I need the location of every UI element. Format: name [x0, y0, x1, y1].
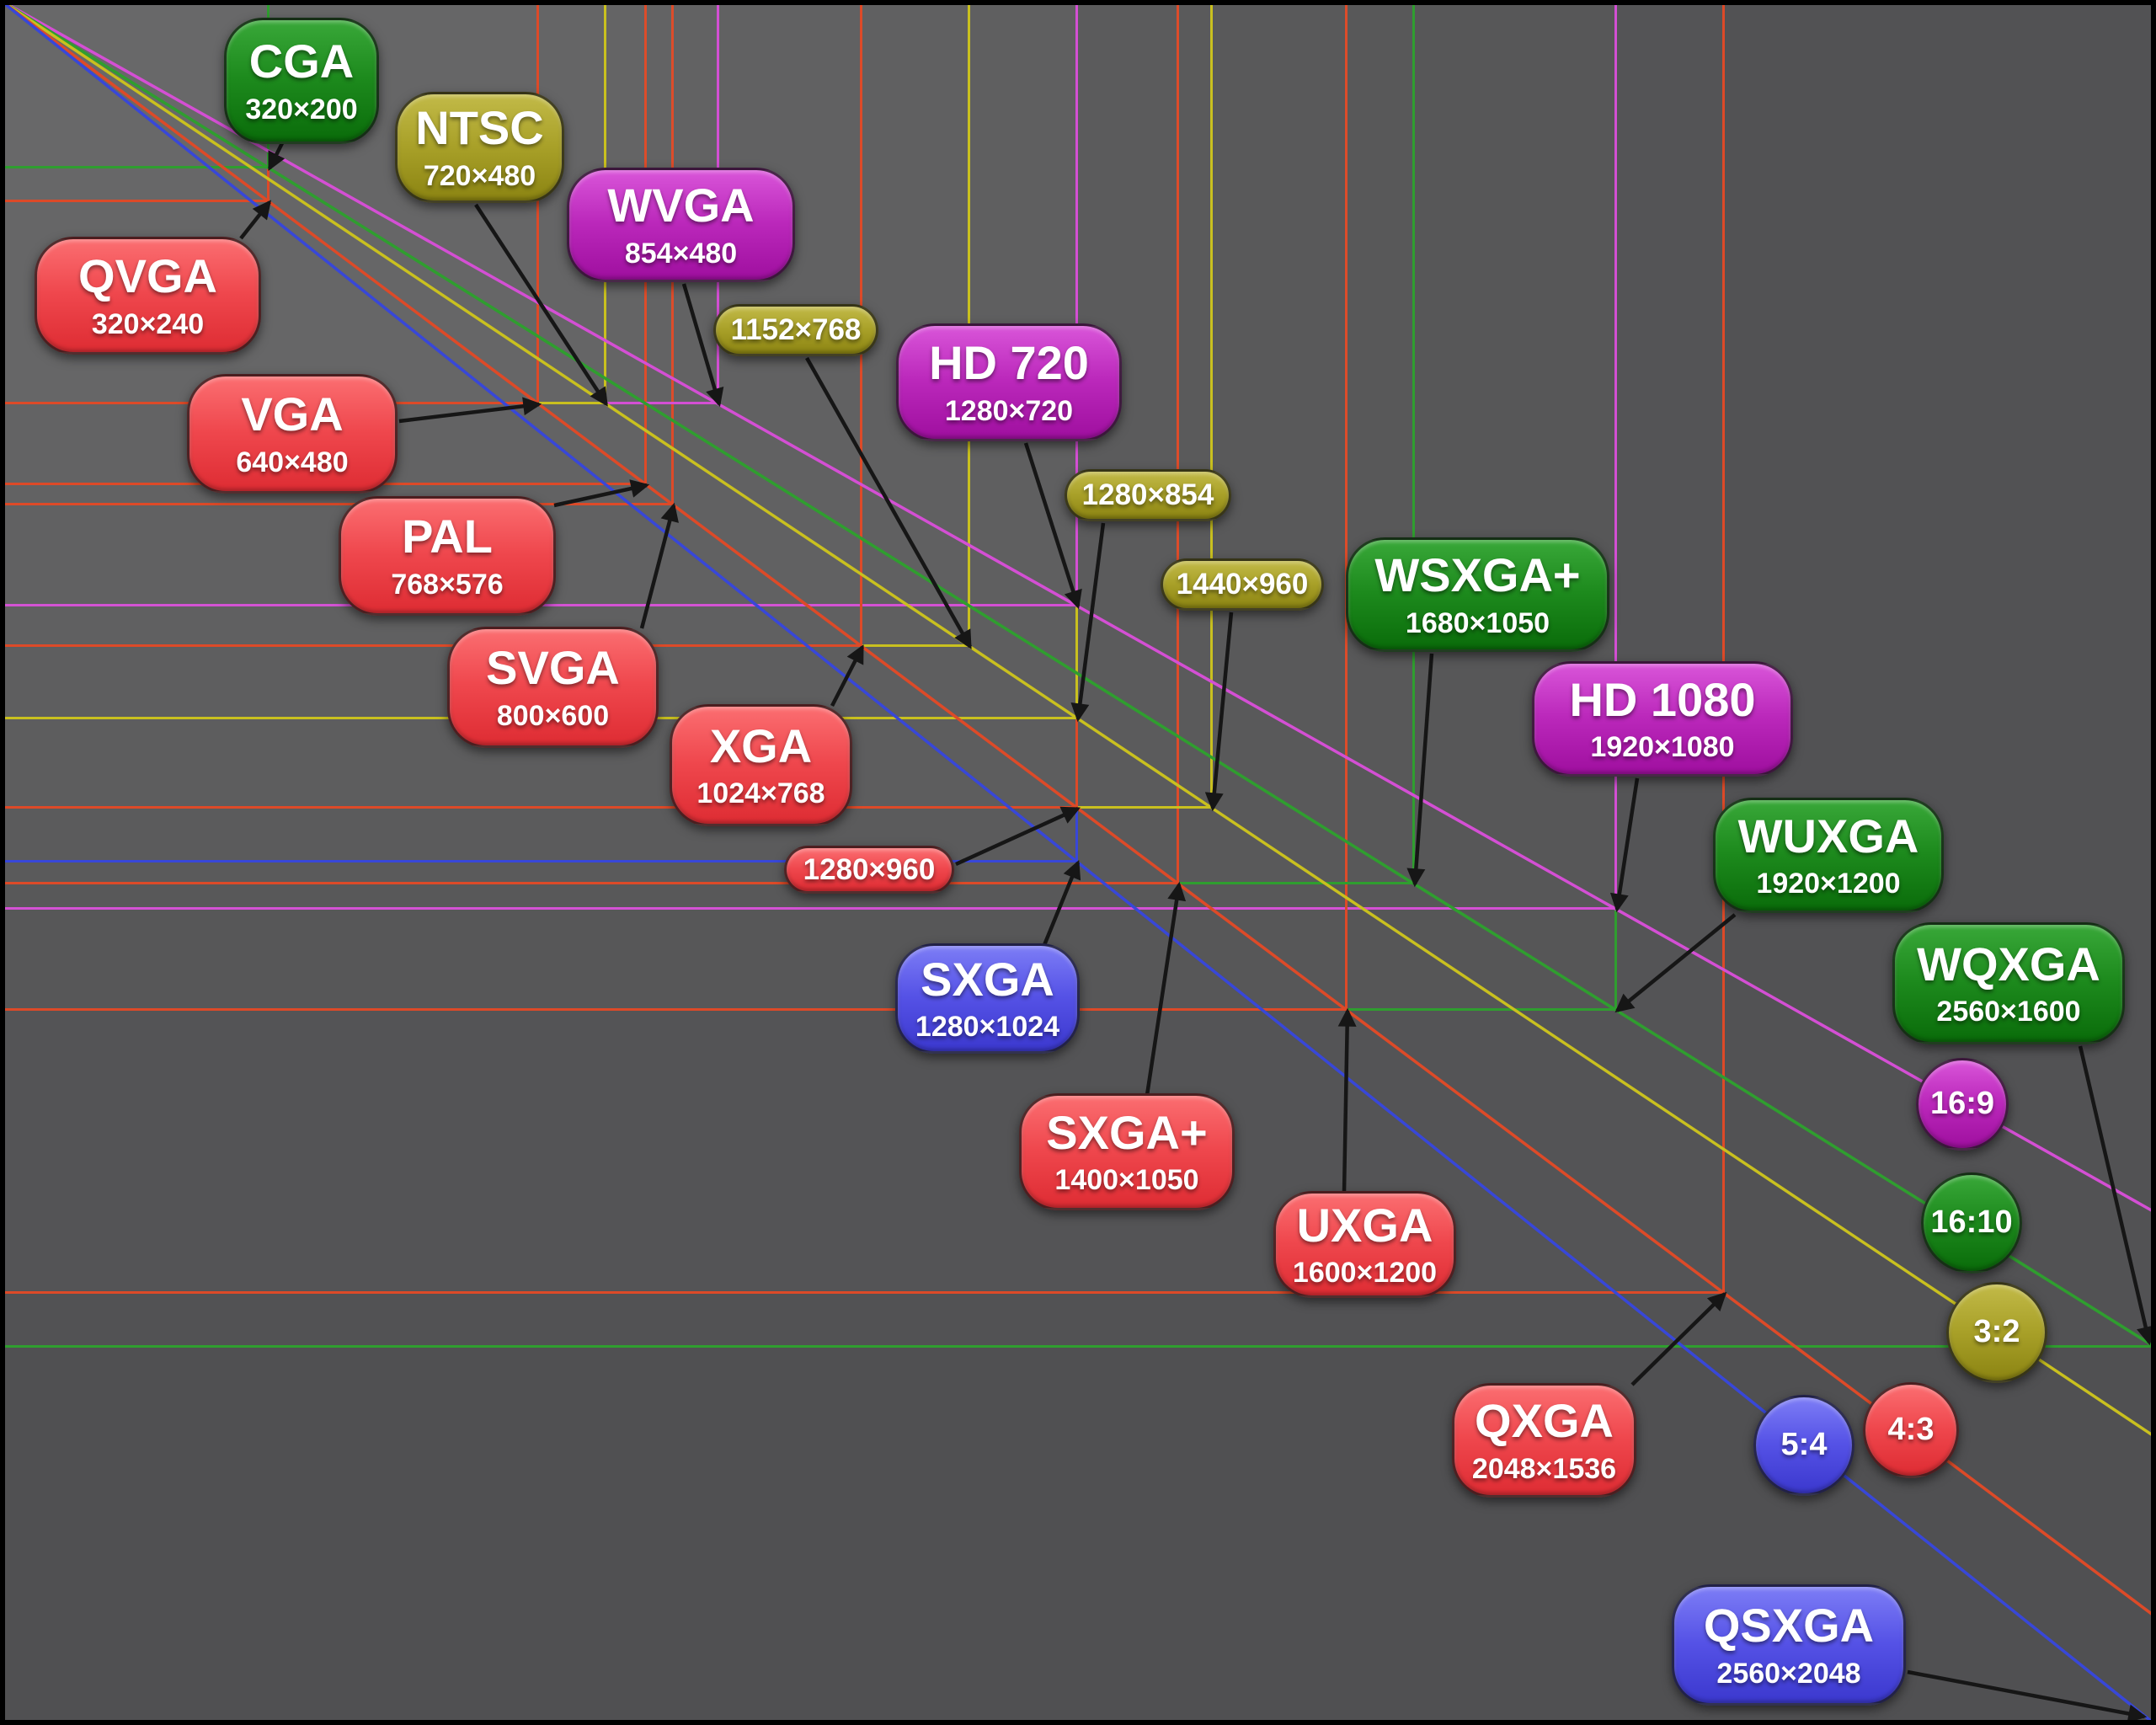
aspect-ratio-name: 16:10 [1930, 1204, 2013, 1241]
standard-resolution: 1280×720 [944, 394, 1074, 427]
arrow-uxga [1337, 1007, 1357, 1194]
standard-resolution: 1920×1200 [1756, 868, 1901, 900]
standard-name: XGA [709, 718, 813, 772]
standard-resolution: 1280×854 [1081, 478, 1214, 512]
standard-name: UXGA [1296, 1198, 1433, 1252]
standard-name: PAL [402, 510, 493, 563]
standard-label-svga: SVGA 800×600 [447, 627, 659, 748]
standard-label-vga: VGA 640×480 [187, 374, 398, 494]
arrow-wuxga [1614, 913, 1737, 1013]
arrow-xga [830, 644, 865, 708]
standard-resolution: 2560×2048 [1716, 1657, 1861, 1690]
standard-resolution: 1280×1024 [915, 1011, 1060, 1044]
standard-label-qxga: QXGA 2048×1536 [1452, 1383, 1636, 1498]
standard-label-uxga: UXGA 1600×1200 [1273, 1191, 1456, 1298]
standard-name: SVGA [486, 641, 620, 695]
standard-resolution: 768×576 [391, 568, 504, 601]
standard-name: QXGA [1475, 1394, 1614, 1448]
aspect-badge-3-2: 3:2 [1946, 1282, 2047, 1383]
arrow-cga [267, 140, 286, 171]
standard-resolution: 854×480 [624, 237, 738, 270]
arrow-qsxga [1907, 1669, 2148, 1723]
arrow-hd-720 [1023, 442, 1082, 610]
arrow-sxga [1042, 859, 1081, 946]
standard-label-qvga: QVGA 320×240 [35, 237, 261, 355]
standard-resolution: 2048×1536 [1471, 1452, 1617, 1485]
standard-resolution: 800×600 [496, 699, 610, 732]
arrow-wsxga [1406, 653, 1434, 888]
arrow-svga [639, 502, 679, 629]
standard-resolution: 1680×1050 [1405, 606, 1550, 639]
aspect-ratio-name: 5:4 [1780, 1427, 1828, 1463]
standard-resolution: 1400×1050 [1054, 1164, 1199, 1197]
arrow-1280-960 [955, 806, 1081, 867]
aspect-line-16-10 [0, 0, 2156, 1349]
standard-name: WQXGA [1917, 937, 2100, 991]
standard-resolution: 720×480 [423, 159, 536, 192]
arrow-1280-854 [1070, 522, 1106, 723]
standard-label-xga: XGA 1024×768 [670, 704, 852, 826]
standard-name: WUXGA [1737, 809, 1919, 862]
standard-name: HD 720 [929, 336, 1089, 390]
standard-resolution: 1440×960 [1176, 568, 1309, 601]
standard-resolution: 1280×960 [803, 852, 936, 886]
standard-label-cga: CGA 320×200 [224, 18, 379, 144]
arrow-1152-768 [805, 356, 972, 649]
arrow-hd-1080 [1609, 777, 1640, 913]
standard-label-1280-960: 1280×960 [784, 846, 954, 894]
standard-label-1152-768: 1152×768 [713, 304, 878, 356]
arrow-wqxga [2078, 1045, 2155, 1346]
standard-name: WSXGA+ [1374, 548, 1581, 602]
standard-label-wqxga: WQXGA 2560×1600 [1892, 922, 2125, 1044]
standard-label-sxga: SXGA+ 1400×1050 [1019, 1093, 1235, 1210]
arrow-qvga [239, 200, 272, 240]
standard-resolution: 1920×1080 [1590, 731, 1735, 764]
standard-resolution: 1024×768 [696, 777, 825, 810]
arrow-vga [398, 397, 542, 424]
standard-label-hd-720: HD 720 1280×720 [896, 323, 1122, 441]
aspect-ratio-name: 4:3 [1887, 1412, 1935, 1448]
arrow-ntsc [474, 203, 608, 407]
standard-name: QSXGA [1703, 1599, 1875, 1653]
standard-label-wuxga: WUXGA 1920×1200 [1713, 798, 1944, 913]
standard-name: WVGA [607, 179, 755, 232]
standard-resolution: 320×240 [91, 307, 205, 340]
standard-label-ntsc: NTSC 720×480 [395, 92, 564, 203]
arrow-pal [553, 479, 650, 508]
aspect-ratio-name: 16:9 [1929, 1086, 1995, 1122]
standard-name: QVGA [78, 249, 217, 303]
standard-name: NTSC [415, 101, 544, 155]
aspect-badge-4-3: 4:3 [1863, 1382, 1959, 1478]
standard-resolution: 1152×768 [730, 313, 862, 347]
standard-label-hd-1080: HD 1080 1920×1080 [1532, 661, 1793, 777]
arrow-wvga [681, 283, 724, 408]
aspect-badge-5-4: 5:4 [1753, 1395, 1854, 1496]
arrow-1440-960 [1204, 611, 1234, 812]
aspect-ratio-name: 3:2 [1973, 1314, 2020, 1350]
aspect-badge-16-9: 16:9 [1916, 1058, 2009, 1151]
standard-name: SXGA+ [1046, 1105, 1208, 1159]
standard-resolution: 320×200 [245, 93, 358, 126]
standard-name: CGA [248, 35, 355, 88]
standard-name: SXGA [921, 952, 1054, 1006]
standard-name: HD 1080 [1569, 672, 1756, 726]
standard-resolution: 1600×1200 [1292, 1257, 1438, 1290]
arrow-qxga [1630, 1291, 1727, 1386]
standard-label-wsxga: WSXGA+ 1680×1050 [1346, 537, 1609, 652]
arrow-sxga [1145, 881, 1187, 1096]
aspect-badge-16-10: 16:10 [1921, 1172, 2022, 1274]
standard-label-qsxga: QSXGA 2560×2048 [1672, 1584, 1906, 1706]
standard-resolution: 640×480 [236, 446, 349, 478]
standard-label-sxga: SXGA 1280×1024 [895, 943, 1080, 1054]
standard-resolution: 2560×1600 [1936, 996, 2081, 1028]
standard-label-pal: PAL 768×576 [339, 496, 556, 616]
standard-label-1280-854: 1280×854 [1065, 469, 1231, 521]
standard-name: VGA [241, 387, 344, 441]
standard-label-wvga: WVGA 854×480 [567, 168, 795, 282]
standard-label-1440-960: 1440×960 [1161, 558, 1324, 611]
